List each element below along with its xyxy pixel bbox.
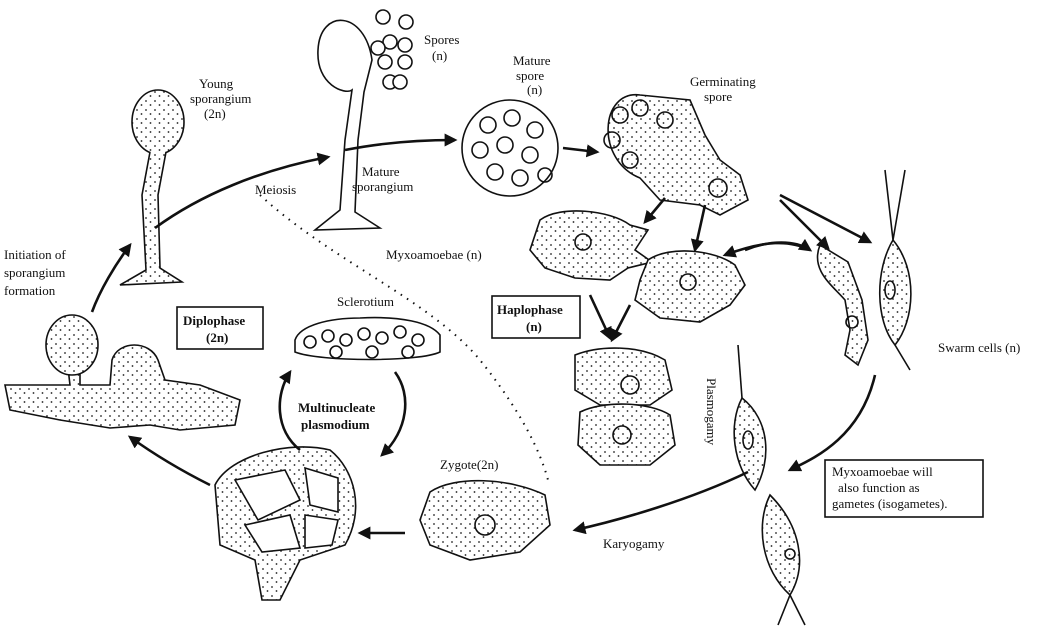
label-haplophase-1: Haplophase (497, 302, 563, 317)
myxoamoeba-2 (634, 250, 746, 323)
swarm-cell-3 (733, 344, 767, 492)
sporangium-initiation (4, 314, 241, 431)
label-initiation-3: formation (4, 283, 56, 298)
label-germinating-spore-1: Germinating (690, 74, 756, 89)
label-myxoamoebae: Myxoamoebae (n) (386, 247, 482, 262)
swarm-cell-1 (816, 243, 869, 367)
label-karyogamy: Karyogamy (603, 536, 665, 551)
label-mature-spore-2: spore (516, 68, 544, 83)
label-young-sporangium-2: sporangium (190, 91, 251, 106)
label-note-1: Myxoamoebae will (832, 464, 933, 479)
label-young-sporangium-1: Young (199, 76, 234, 91)
swarm-cell-2 (878, 169, 912, 371)
label-spores: Spores (424, 32, 459, 47)
cycle-arrows (90, 133, 877, 540)
swarm-cell-4 (761, 493, 806, 626)
label-zygote: Zygote(2n) (440, 457, 498, 472)
label-spores-ploidy: (n) (432, 48, 447, 63)
label-diplophase-2: (2n) (206, 330, 228, 345)
young-sporangium (119, 89, 185, 286)
label-initiation-2: sporangium (4, 265, 65, 280)
released-spores (370, 9, 414, 90)
label-mature-spore-1: Mature (513, 53, 551, 68)
label-sclerotium: Sclerotium (337, 294, 394, 309)
mature-sporangium (312, 9, 414, 231)
label-note-2: also function as (838, 480, 920, 495)
label-plasmogamy: Plasmogamy (704, 378, 719, 446)
label-mature-sporangium-2: sporangium (352, 179, 413, 194)
haplophase-box (491, 295, 581, 339)
label-initiation-1: Initiation of (4, 247, 66, 262)
mature-spore (461, 99, 559, 197)
germinating-spore (603, 94, 749, 216)
label-haplophase-2: (n) (526, 319, 542, 334)
myxoamoeba-1 (529, 210, 654, 281)
label-mature-sporangium-1: Mature (362, 164, 400, 179)
label-young-sporangium-3: (2n) (204, 106, 226, 121)
label-multinucleate-2: plasmodium (301, 417, 370, 432)
label-meiosis: Meiosis (255, 182, 296, 197)
label-diplophase-1: Diplophase (183, 313, 245, 328)
label-mature-spore-3: (n) (527, 82, 542, 97)
label-multinucleate-1: Multinucleate (298, 400, 375, 415)
sclerotium (294, 316, 441, 361)
note-box (824, 459, 984, 518)
zygote (419, 479, 551, 561)
myxoamoeba-3 (574, 347, 673, 406)
label-note-3: gametes (isogametes). (832, 496, 948, 511)
diplophase-box (176, 306, 264, 350)
multinucleate-plasmodium (214, 446, 357, 601)
label-swarm-cells: Swarm cells (n) (938, 340, 1020, 355)
myxoamoeba-4 (577, 403, 676, 466)
label-germinating-spore-2: spore (704, 89, 732, 104)
